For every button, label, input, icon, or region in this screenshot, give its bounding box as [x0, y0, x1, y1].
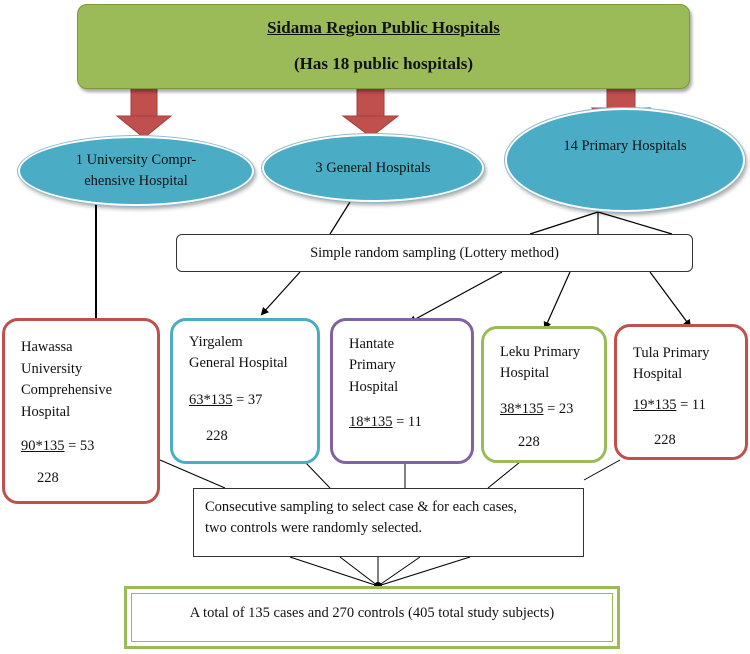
- oval-label: ehensive Hospital: [84, 173, 188, 189]
- sample-numerator: 19*135: [633, 397, 677, 413]
- hospital-name-line: Tula Primary: [633, 345, 710, 361]
- sample-denominator: 228: [518, 434, 540, 450]
- consecutive-sampling-box: Consecutive sampling to select case & fo…: [193, 488, 584, 557]
- total-subjects-label: A total of 135 cases and 270 controls (4…: [131, 593, 613, 642]
- connector-line: [649, 271, 692, 328]
- oval-label: 3 General Hospitals: [315, 160, 431, 176]
- connector-line: [304, 461, 331, 489]
- oval-label: 14 Primary Hospitals: [563, 138, 687, 154]
- sample-numerator: 38*135: [500, 401, 544, 417]
- connector-line: [583, 459, 621, 481]
- connector-line: [597, 211, 673, 235]
- hospital-name-line: Hospital: [500, 365, 550, 381]
- sample-result: = 11: [680, 397, 706, 413]
- hospital-name-line: Hantate: [349, 336, 395, 352]
- sample-result: = 53: [68, 438, 95, 454]
- hospital-box-yirgalem: Yirgalem General Hospital 63*135 = 37 22…: [170, 318, 320, 464]
- hospital-box-leku: Leku Primary Hospital 38*135 = 23 228: [481, 326, 607, 463]
- hospital-name-line: Hawassa: [21, 339, 73, 355]
- consecutive-line: two controls were randomly selected.: [205, 520, 423, 536]
- hospital-name-line: Yirgalem: [189, 334, 243, 350]
- hospital-name-line: Primary: [349, 357, 396, 373]
- connector-line: [260, 271, 301, 316]
- title-banner: Sidama Region Public Hospitals (Has 18 p…: [77, 4, 690, 89]
- sample-numerator: 90*135: [21, 438, 65, 454]
- hospital-box-tula: Tula Primary Hospital 19*135 = 11 228: [614, 324, 748, 460]
- consecutive-line: Consecutive sampling to select case & fo…: [205, 499, 518, 515]
- connector-line: [408, 271, 503, 323]
- down-arrow-icon: [341, 87, 400, 138]
- hospital-box-hawassa: Hawassa University Comprehensive Hospita…: [2, 318, 160, 504]
- connector-line: [543, 271, 571, 330]
- sample-result: = 37: [236, 392, 263, 408]
- hospital-name-line: University: [21, 361, 83, 377]
- oval-university-hospital: 1 University Compr- ehensive Hospital: [18, 136, 254, 206]
- hospital-name-line: Hospital: [21, 404, 71, 420]
- sample-denominator: 228: [206, 428, 228, 444]
- title-main: Sidama Region Public Hospitals: [267, 18, 500, 37]
- hospital-name-line: Hospital: [633, 366, 683, 382]
- hospital-name-line: Hospital: [349, 379, 399, 395]
- sample-numerator: 63*135: [189, 392, 233, 408]
- sample-result: = 23: [547, 401, 574, 417]
- hospital-name-line: Leku Primary: [500, 344, 581, 360]
- connector-line: [487, 461, 521, 489]
- connector-line: [329, 201, 351, 235]
- sample-numerator: 18*135: [349, 414, 393, 430]
- sample-denominator: 228: [37, 470, 59, 486]
- connector-line: [159, 459, 226, 489]
- sampling-method-box: Simple random sampling (Lottery method): [176, 234, 693, 272]
- hospital-name-line: Comprehensive: [21, 382, 113, 398]
- sample-denominator: 228: [654, 432, 676, 448]
- title-subtitle: (Has 18 public hospitals): [293, 54, 473, 73]
- hospital-name-line: General Hospital: [189, 355, 288, 371]
- oval-general-hospitals: 3 General Hospitals: [262, 134, 484, 202]
- oval-primary-hospitals: 14 Primary Hospitals: [505, 108, 745, 212]
- down-arrow-icon: [115, 87, 173, 139]
- connector-line: [529, 211, 599, 235]
- total-subjects-box: A total of 135 cases and 270 controls (4…: [124, 586, 620, 649]
- hospital-box-hantate: Hantate Primary Hospital 18*135 = 11: [330, 318, 474, 464]
- oval-label: 1 University Compr-: [75, 152, 197, 168]
- sample-result: = 11: [396, 414, 422, 430]
